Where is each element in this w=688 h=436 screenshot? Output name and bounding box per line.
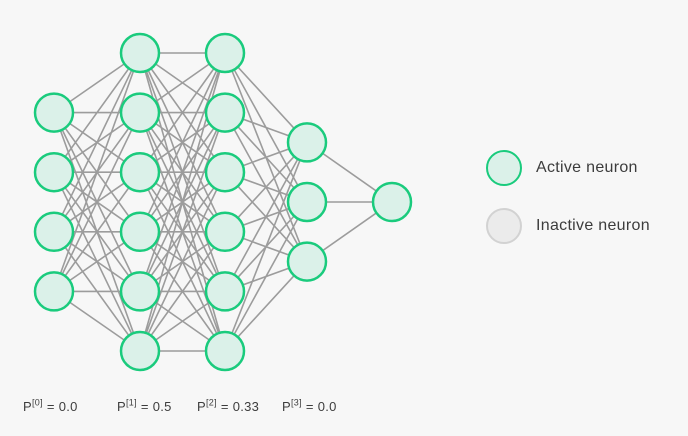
neuron-hidden-1-1 <box>119 32 161 74</box>
neuron-hidden-1-4 <box>119 211 161 253</box>
active-neuron-swatch-icon <box>486 150 522 186</box>
neuron-output-1 <box>371 181 413 223</box>
edges-layer2-layer3 <box>224 52 308 352</box>
neuron-input-3 <box>33 211 75 253</box>
neuron-hidden-2-2 <box>204 92 246 133</box>
neuron-input-1 <box>33 92 75 133</box>
neuron-input-4 <box>33 271 75 312</box>
neuron-hidden-1-6 <box>119 330 161 372</box>
neuron-hidden-1-5 <box>119 271 161 312</box>
neuron-hidden-2-3 <box>204 151 246 193</box>
neuron-hidden-3-1 <box>286 122 328 163</box>
neuron-hidden-1-2 <box>119 92 161 133</box>
legend-item-inactive: Inactive neuron <box>486 208 650 244</box>
neuron-hidden-2-4 <box>204 211 246 253</box>
neuron-hidden-1-3 <box>119 151 161 193</box>
neuron-hidden-2-5 <box>204 271 246 312</box>
edges-layer1-layer2 <box>139 52 226 352</box>
neuron-hidden-2-1 <box>204 32 246 74</box>
neuron-hidden-3-3 <box>286 241 328 282</box>
neuron-hidden-3-2 <box>286 181 328 223</box>
legend-label-inactive: Inactive neuron <box>536 217 650 234</box>
legend-item-active: Active neuron <box>486 150 650 186</box>
edges-layer0-layer1 <box>53 52 141 352</box>
neuron-input-2 <box>33 151 75 193</box>
inactive-neuron-swatch-icon <box>486 208 522 244</box>
neuron-hidden-2-6 <box>204 330 246 372</box>
legend: Active neuron Inactive neuron <box>486 150 650 244</box>
legend-label-active: Active neuron <box>536 159 638 176</box>
